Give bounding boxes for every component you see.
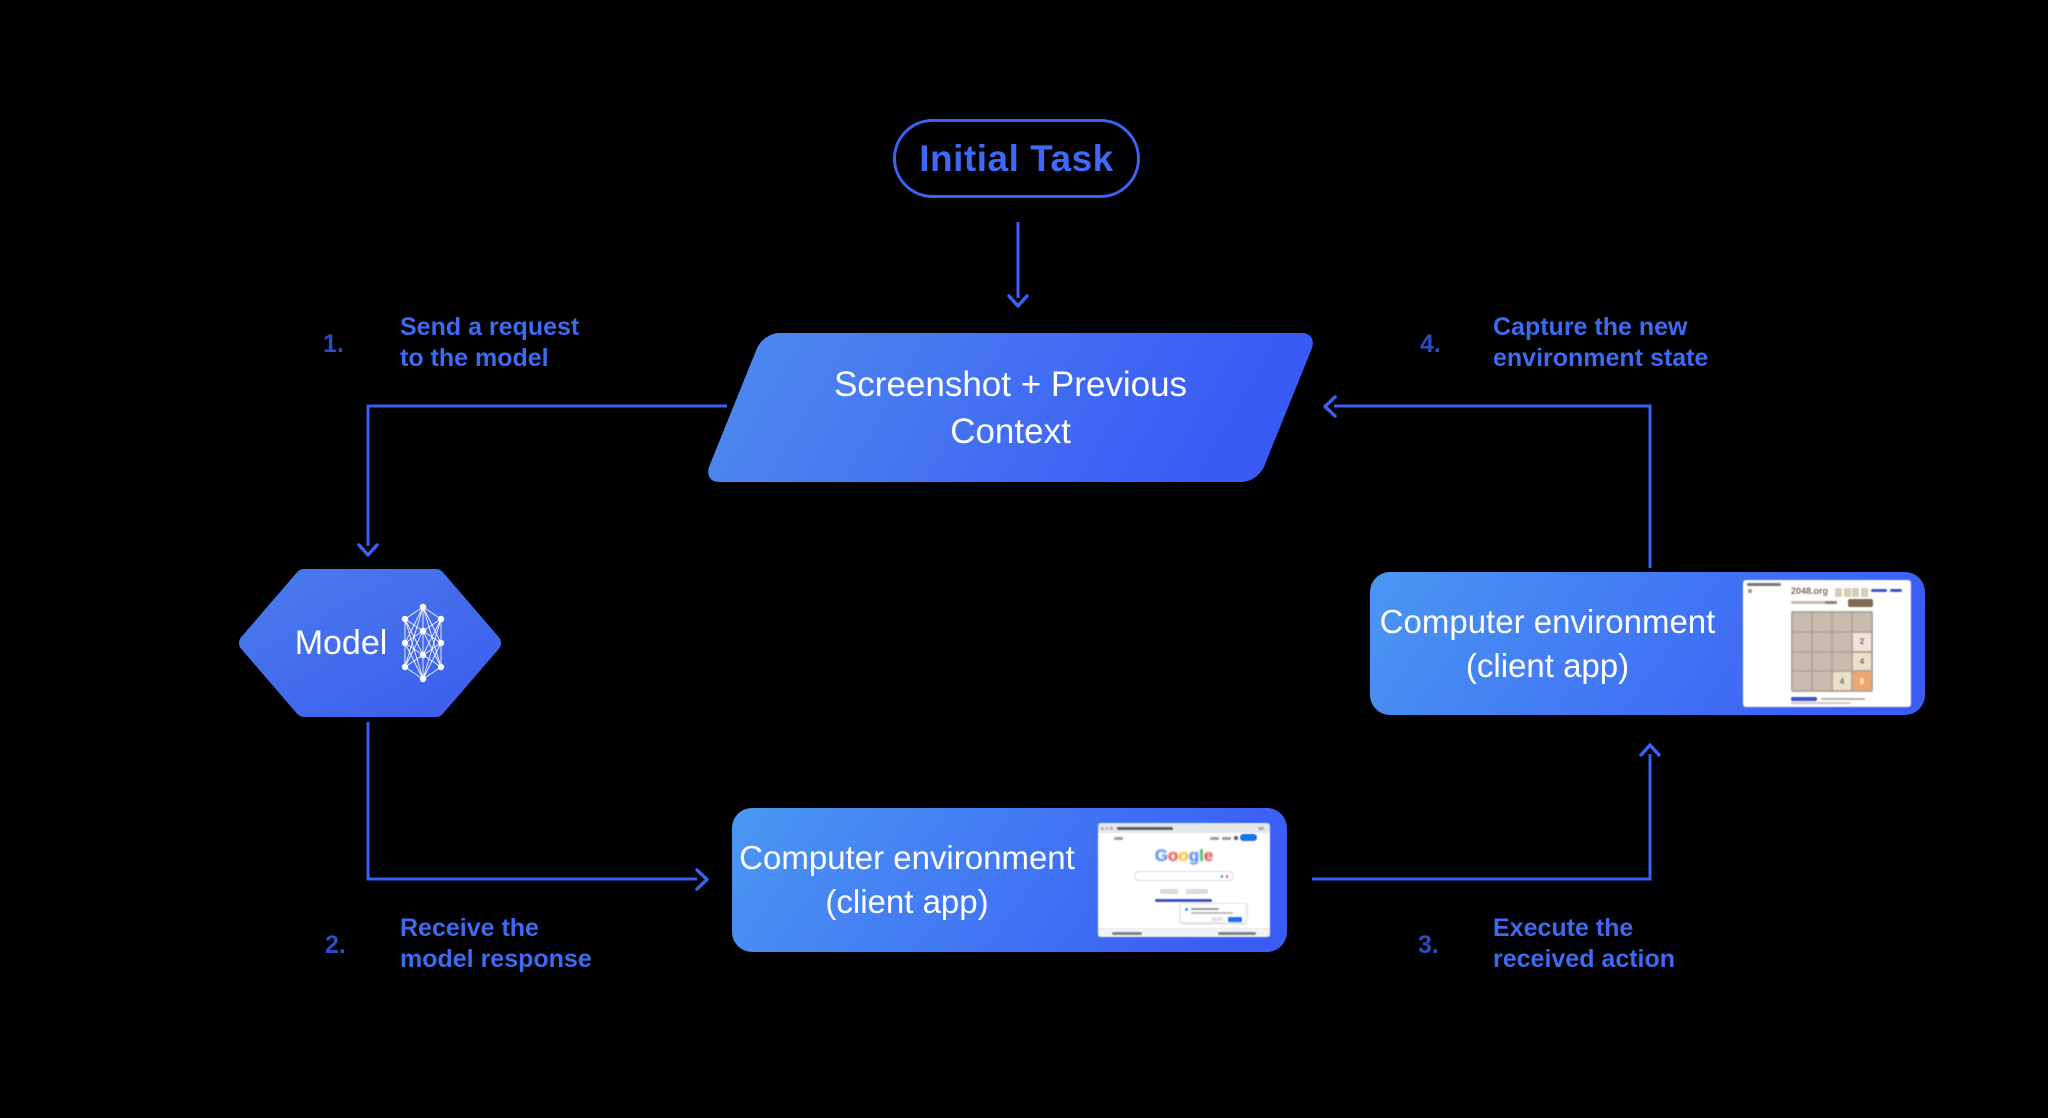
tile-4: 4 <box>1853 652 1871 671</box>
arrow-env-to-env2 <box>1312 754 1652 881</box>
env-bottom-label: Computer environment (client app) <box>739 839 1075 920</box>
arrowhead-right-env <box>695 868 709 891</box>
cookie-dialog <box>1180 903 1247 923</box>
arrowhead-left-context <box>1323 395 1337 418</box>
google-page: Google <box>1098 833 1270 937</box>
step-1-number: 1. <box>323 330 344 358</box>
nav-link-images <box>1222 837 1231 840</box>
arrowhead-down-context <box>1007 294 1029 308</box>
arrow-context-to-model <box>366 404 727 546</box>
site-title-2048: 2048.org <box>1791 586 1829 596</box>
tile-8: 8 <box>1853 672 1871 690</box>
cookie-reject-button <box>1211 917 1223 921</box>
nav-link-gmail <box>1210 837 1219 840</box>
google-logo: Google <box>1154 846 1214 865</box>
browser-chrome <box>1098 823 1270 833</box>
footer-text-2 <box>1791 702 1851 704</box>
env-right-label: Computer environment (client app) <box>1379 602 1716 684</box>
apps-grid-icon <box>1234 836 1238 840</box>
env-right-node: Computer environment (client app) 2048.o… <box>1370 572 1925 715</box>
browser-tab-title <box>1747 583 1781 586</box>
intro-text <box>1791 601 1837 604</box>
browser-back-icon <box>1748 589 1752 593</box>
new-game-button <box>1848 599 1873 607</box>
footer-link-bold <box>1791 697 1817 701</box>
browser-menu-icon <box>1258 826 1264 830</box>
model-hexagon-shape <box>239 569 501 717</box>
arrow-model-to-env <box>366 722 697 881</box>
address-bar <box>1117 826 1173 830</box>
sign-in-button <box>1240 834 1257 841</box>
tile-4b: 4 <box>1833 672 1851 690</box>
nav-link-left <box>1114 837 1123 840</box>
initial-task-node: Initial Task <box>893 119 1140 198</box>
env-bottom-node: Computer environment (client app) Google <box>732 808 1287 952</box>
arrowhead-down-model <box>357 543 379 557</box>
search-bar <box>1134 871 1234 881</box>
neural-network-icon <box>402 603 445 683</box>
model-node: Model <box>238 568 502 718</box>
initial-task-label: Initial Task <box>919 137 1114 179</box>
step-3-number: 3. <box>1418 931 1439 959</box>
header-link-2 <box>1890 589 1902 592</box>
game-grid: 2 4 4 8 <box>1791 611 1873 692</box>
screenshot-2048-game: 2048.org 2 4 4 8 <box>1743 580 1911 707</box>
footer-text <box>1821 697 1865 700</box>
page-footer <box>1098 928 1270 937</box>
lucky-button <box>1186 889 1208 894</box>
offered-in-link <box>1155 899 1212 902</box>
intro-text-bold <box>1825 601 1837 604</box>
search-button <box>1160 889 1178 894</box>
header-link <box>1871 589 1887 592</box>
score-boxes <box>1835 588 1868 597</box>
model-label: Model <box>294 623 388 662</box>
screenshot-google-homepage: Google <box>1098 823 1270 937</box>
step-2-number: 2. <box>325 931 346 959</box>
arrowhead-up-env2 <box>1639 743 1661 757</box>
cookie-accept-button <box>1228 916 1242 922</box>
tile-2: 2 <box>1853 632 1871 651</box>
screenshot-context-label: Screenshot + Previous Context <box>833 364 1188 451</box>
step-4-number: 4. <box>1420 330 1441 358</box>
arrow-env2-to-context <box>1334 404 1652 568</box>
